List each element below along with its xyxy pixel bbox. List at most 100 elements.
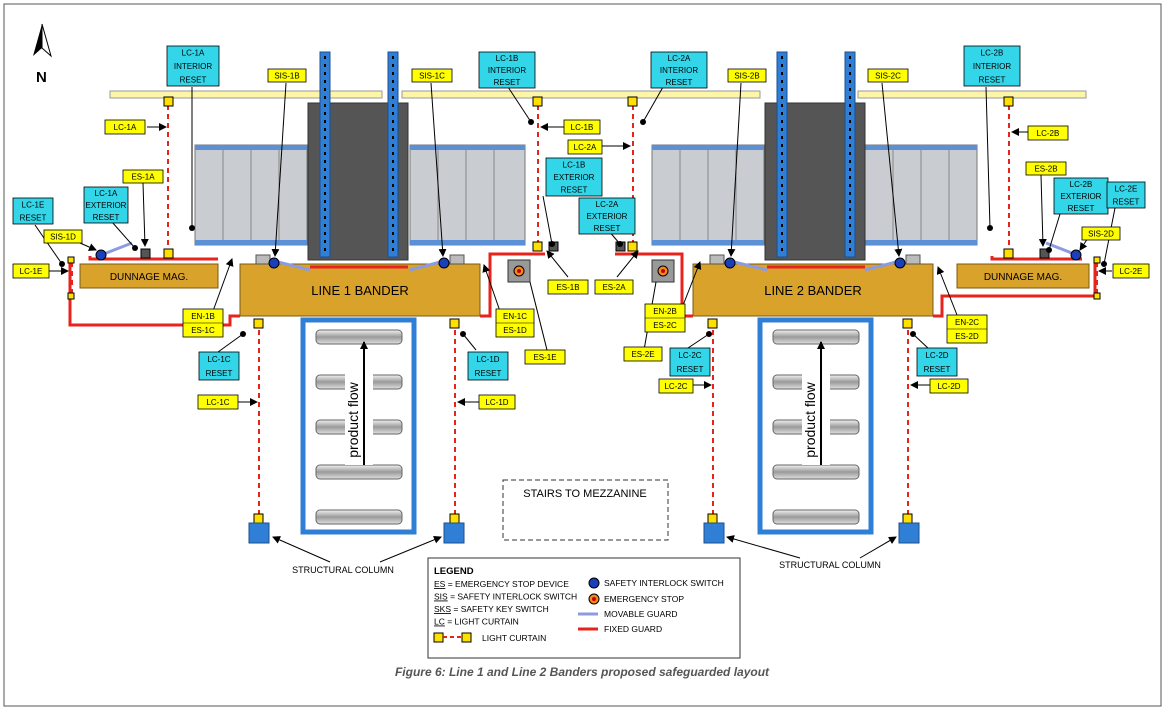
figure-caption: Figure 6: Line 1 and Line 2 Banders prop… — [395, 665, 770, 679]
label-lc2c: LC-2C — [658, 378, 694, 394]
label-text: LC-2B — [981, 49, 1004, 58]
infeed-conveyor-right-1 — [651, 144, 765, 246]
label-text: ES-1A — [131, 173, 155, 182]
structural-column-right-label: STRUCTURAL COLUMN — [779, 560, 881, 570]
label-text: LC-1A — [182, 49, 205, 58]
label-text: ES-2C — [653, 321, 677, 330]
dunnage-mag-left-label: DUNNAGE MAG. — [110, 272, 188, 283]
north-arrow-icon — [33, 23, 52, 58]
label-text: RESET — [594, 224, 621, 233]
label-lc1b-int: LC-1B INTERIOR RESET — [478, 51, 536, 89]
dunnage-mag-left — [79, 263, 219, 289]
label-text: RESET — [475, 369, 502, 378]
label-text: RESET — [494, 78, 521, 87]
label-text: LC-1C — [207, 355, 230, 364]
beam-right — [857, 90, 1087, 99]
legend-title: LEGEND — [434, 566, 474, 577]
label-text: SIS-2B — [734, 72, 759, 81]
label-text: LC-1C — [206, 398, 229, 407]
label-en2b-es2c: EN-2B ES-2C — [644, 303, 686, 333]
label-text: INTERIOR — [174, 62, 212, 71]
label-text: LC-1A — [114, 123, 137, 132]
beam-left — [109, 90, 383, 99]
label-text: SIS-1D — [50, 233, 76, 242]
label-text: EN-1C — [503, 312, 527, 321]
light-curtain-lines — [71, 105, 1098, 515]
label-text: RESET — [1113, 198, 1140, 207]
label-lc1c: LC-1C — [197, 394, 239, 410]
label-text: INTERIOR — [488, 66, 526, 75]
label-text: LC-1E — [20, 267, 43, 276]
label-es1a: ES-1A — [122, 169, 164, 184]
label-text: SIS-2C — [875, 72, 901, 81]
label-text: RESET — [1068, 204, 1095, 213]
label-text: LC-2B — [1070, 180, 1093, 189]
structural-columns — [248, 522, 920, 544]
leader-lines — [34, 82, 1116, 406]
label-text: SIS-1C — [419, 72, 445, 81]
line-2-bander — [692, 263, 934, 317]
dunnage-mag-right — [956, 263, 1090, 289]
label-es2b: ES-2B — [1025, 161, 1067, 176]
leader-dots — [59, 119, 1107, 337]
label-text: EN-2C — [955, 318, 979, 327]
product-flow-1-label: product flow — [345, 381, 361, 457]
label-text: SIS-2D — [1088, 230, 1114, 239]
callout-labels: LC-1AINTERIORRESETLC-1BINTERIORRESETLC-2… — [12, 45, 1150, 410]
label-text: SIS-1B — [274, 72, 299, 81]
label-text: LC-2A — [668, 54, 691, 63]
legend-movable-guard: MOVABLE GUARD — [604, 609, 678, 619]
label-lc1e: LC-1E — [12, 263, 50, 279]
label-lc2a: LC-2A — [567, 139, 603, 155]
label-text: ES-2A — [602, 283, 626, 292]
line-2-bander-label: LINE 2 BANDER — [764, 283, 862, 298]
infeed-conveyor-right-2 — [864, 144, 978, 246]
label-text: RESET — [979, 75, 1006, 84]
label-en1c-es1d: EN-1C ES-1D — [495, 308, 535, 338]
label-text: EN-2B — [653, 307, 677, 316]
label-lc1a: LC-1A — [104, 119, 146, 135]
safety-interlock-switches — [95, 249, 1082, 269]
label-text: RESET — [20, 214, 47, 223]
label-text: EXTERIOR — [86, 201, 127, 210]
legend-light-curtain: LIGHT CURTAIN — [482, 633, 546, 643]
label-lc2e: LC-2E — [1112, 263, 1150, 279]
stairs-to-mezzanine — [502, 479, 669, 541]
label-text: LC-1B — [496, 54, 519, 63]
label-es1e: ES-1E — [524, 349, 566, 365]
label-sis2d: SIS-2D — [1081, 226, 1121, 241]
label-text: LC-2C — [664, 382, 687, 391]
movable-guards — [100, 241, 1078, 272]
label-text: EN-1B — [191, 312, 215, 321]
label-text: EXTERIOR — [587, 212, 628, 221]
label-lc2b: LC-2B — [1027, 125, 1069, 141]
label-es2e: ES-2E — [623, 346, 663, 362]
label-lc2d: LC-2D — [929, 378, 969, 394]
label-text: ES-1D — [503, 326, 527, 335]
line-1-bander — [239, 263, 481, 317]
north-label: N — [36, 69, 47, 86]
label-lc2e-reset: LC-2E RESET — [1106, 181, 1146, 209]
label-text: INTERIOR — [660, 66, 698, 75]
e-stop-pedestals — [507, 259, 675, 283]
legend-sis: SAFETY INTERLOCK SWITCH — [604, 578, 724, 588]
label-text: LC-2D — [925, 351, 948, 360]
structural-column-arrows — [272, 535, 897, 563]
legend-item: SIS = SAFETY INTERLOCK SWITCH — [434, 592, 577, 602]
light-curtain-emitters — [67, 96, 1101, 524]
bander-2-posts — [776, 51, 856, 258]
label-text: LC-1E — [22, 201, 45, 210]
stairs-label: STAIRS TO MEZZANINE — [523, 488, 646, 500]
label-text: LC-2E — [1115, 185, 1138, 194]
